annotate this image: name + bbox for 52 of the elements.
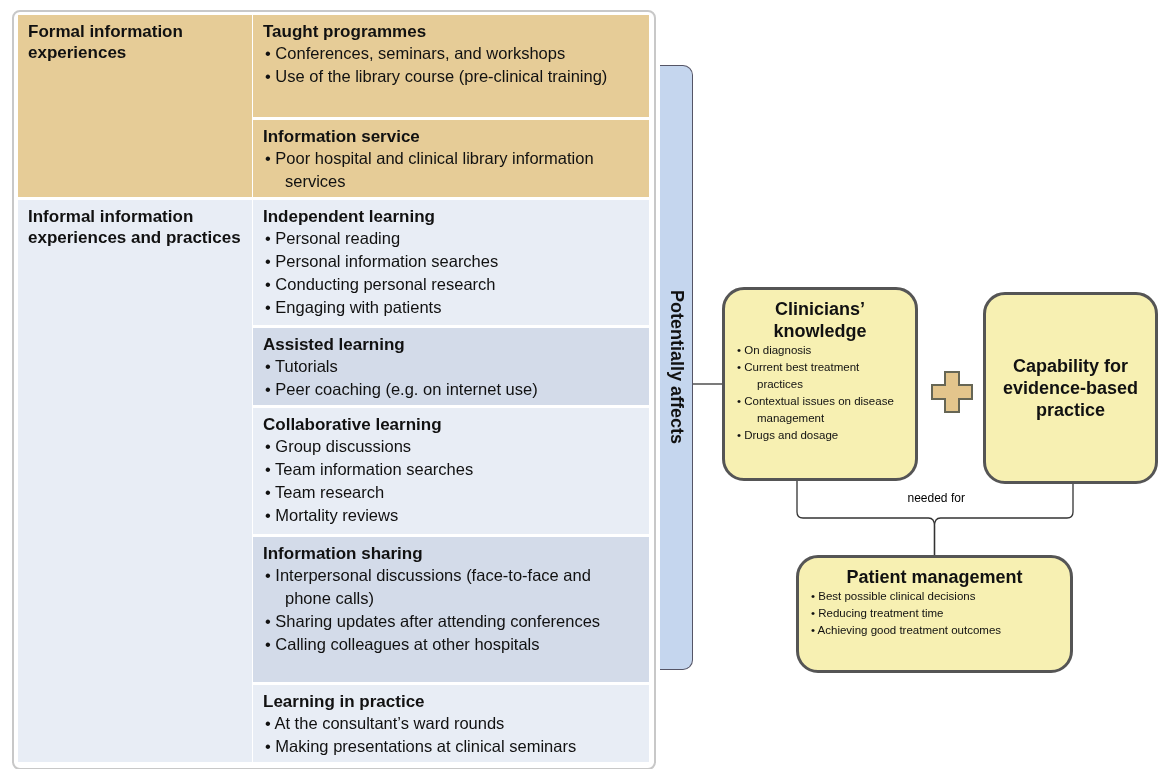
table-cell [253, 537, 650, 685]
heading: Learning in practice [263, 691, 426, 712]
brace-band [660, 65, 693, 670]
bullet-item: • Mortality reviews [264, 505, 400, 526]
table-cell [253, 328, 650, 408]
bullet-item: • Achieving good treatment outcomes [810, 623, 1003, 638]
heading: Informal information experiences and practices [28, 206, 242, 248]
bullet-item: • Tutorials [264, 356, 339, 377]
bullet-item: • Current best treatment practices [736, 360, 861, 392]
table-cell [18, 200, 253, 765]
band-label: Potentially affects [665, 290, 687, 445]
heading: Assisted learning [263, 334, 406, 355]
bullet-item: • At the consultant’s ward rounds [264, 713, 506, 734]
bullet-item: • Team research [264, 482, 386, 503]
heading: Formal information experiences [28, 21, 184, 63]
heading: Clinicians’ knowledge [772, 298, 868, 342]
table-cell [253, 120, 650, 200]
bullet-item: • Group discussions [264, 436, 413, 457]
bullet-item: • Calling colleagues at other hospitals [264, 634, 541, 655]
bullet-item: • Conferences, seminars, and workshops [264, 43, 567, 64]
bullet-item: • Personal reading [264, 228, 402, 249]
bullet-item: • Contextual issues on disease management [736, 394, 895, 426]
bullet-item: • Team information searches [264, 459, 475, 480]
heading: Information sharing [263, 543, 424, 564]
bullet-item: • Peer coaching (e.g. on internet use) [264, 379, 539, 400]
table-cell [253, 200, 650, 328]
bullet-item: • Conducting personal research [264, 274, 497, 295]
bullet-item: • Making presentations at clinical seminars [264, 736, 578, 757]
bullet-item: • On diagnosis [736, 343, 813, 358]
rounded-box [722, 287, 918, 481]
connector-line [692, 383, 723, 385]
heading: Independent learning [263, 206, 436, 227]
table-cell [18, 15, 253, 200]
bullet-item: • Personal information searches [264, 251, 500, 272]
bullet-item: • Best possible clinical decisions [810, 589, 977, 604]
table-cell [253, 408, 650, 537]
table-cell [253, 15, 650, 120]
bullet-item: • Interpersonal discussions (face-to-face and phone calls) [264, 565, 592, 609]
bullet-item: • Reducing treatment time [810, 606, 945, 621]
heading: Collaborative learning [263, 414, 443, 435]
bullet-item: • Use of the library course (pre-clinical training) [264, 66, 609, 87]
heading: Capability for evidence-based practice [1001, 355, 1140, 421]
heading: Patient management [845, 566, 1024, 588]
heading: Taught programmes [263, 21, 428, 42]
bullet-item: • Sharing updates after attending conferences [264, 611, 602, 632]
rounded-box [796, 555, 1073, 673]
bullet-item: • Drugs and dosage [736, 428, 840, 443]
connector-line [933, 483, 1074, 556]
bullet-item: • Poor hospital and clinical library information services [264, 148, 595, 192]
bullet-item: • Engaging with patients [264, 297, 443, 318]
rounded-box [983, 292, 1158, 484]
heading: Information service [263, 126, 421, 147]
